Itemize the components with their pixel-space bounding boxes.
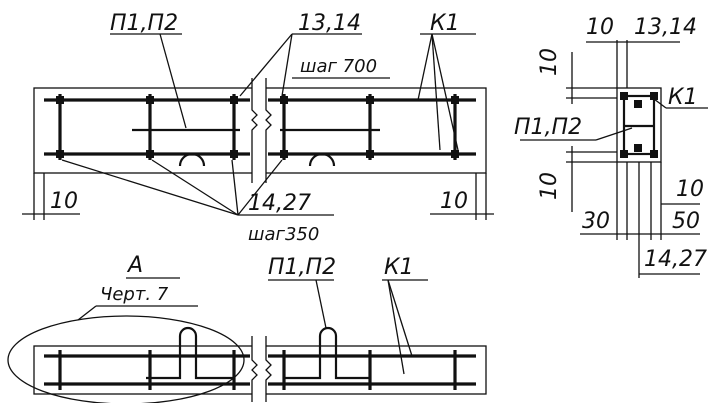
top-beam-stirrups (58, 94, 457, 160)
label-step-350: шаг350 (248, 224, 319, 245)
label-sec-30: 30 (582, 209, 610, 234)
top-beam-loop-right (308, 152, 336, 167)
detail-a-callout (7, 315, 245, 403)
bottom-beam-break-line (251, 336, 272, 402)
label-sec-14-27: 14,27 (644, 247, 707, 272)
label-cherty-7: Черт. 7 (100, 284, 169, 305)
label-sec-50: 50 (672, 209, 700, 234)
label-13-14-top: 13,14 (298, 11, 361, 36)
label-sec-10-top: 10 (586, 15, 614, 40)
label-p1p2-bottom: П1,П2 (268, 255, 336, 280)
label-dim-10-right: 10 (440, 189, 468, 214)
label-sec-10-right: 10 (676, 177, 704, 202)
label-sec-k1: К1 (668, 85, 698, 110)
cross-section: 10 13,14 10 10 К1 П1,П2 10 30 50 14,27 (514, 15, 708, 278)
label-sec-10-vert-top: 10 (537, 48, 562, 76)
label-14-27: 14,27 (248, 191, 311, 216)
label-step-700: шаг 700 (300, 56, 377, 77)
label-k1-bottom: К1 (384, 255, 414, 280)
label-sec-10-vert-bottom: 10 (537, 172, 562, 200)
top-beam-loop-left (178, 152, 206, 167)
bottom-beam-loop-left (146, 326, 234, 380)
label-k1-top: К1 (430, 11, 460, 36)
label-sec-13-14: 13,14 (634, 15, 697, 40)
label-sec-p1p2: П1,П2 (514, 115, 582, 140)
top-beam-elevation: П1,П2 13,14 шаг 700 К1 14,27 шаг350 10 1… (22, 11, 494, 245)
label-p1p2-top: П1,П2 (110, 11, 178, 36)
label-a: А (126, 253, 143, 278)
top-beam-break-line (251, 78, 272, 183)
bottom-beam-loop-right (284, 326, 370, 380)
bottom-beam-plan: А Черт. 7 П1,П2 К1 (7, 253, 487, 403)
label-dim-10-left: 10 (50, 189, 78, 214)
